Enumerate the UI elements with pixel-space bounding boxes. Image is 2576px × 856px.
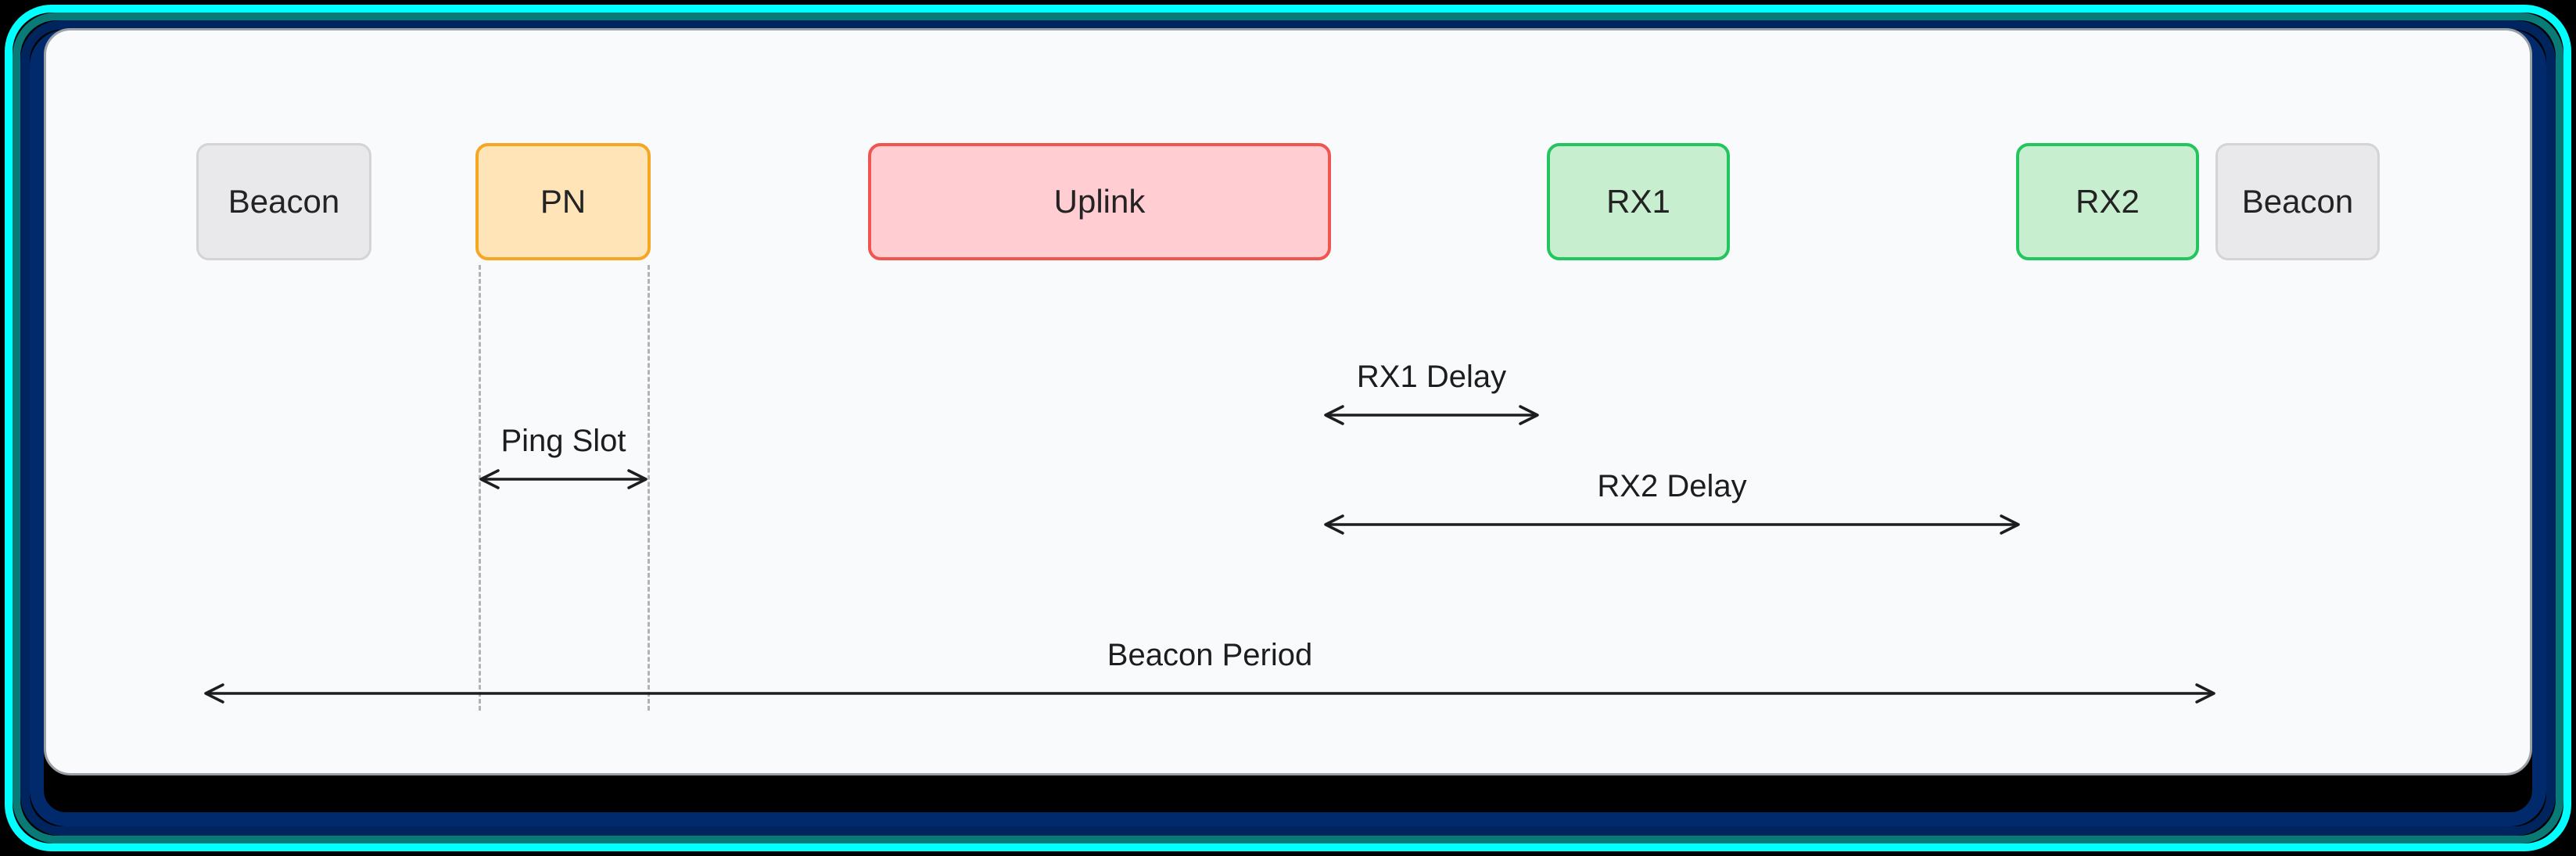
timeline-block-label: Uplink (1053, 183, 1146, 220)
timeline-block-uplink[interactable]: Uplink (868, 143, 1331, 260)
timeline-block-label: RX2 (2076, 183, 2140, 220)
timeline-block-ping-slot[interactable]: PN (475, 143, 651, 260)
timeline-block-beacon-end[interactable]: Beacon (2215, 143, 2380, 260)
timing-diagram-panel: Beacon PN Uplink RX1 RX2 Beacon Ping Slot RX1 … (44, 28, 2532, 775)
measure-arrow-rx2-delay (1324, 514, 2020, 535)
glow-ring-navy-outer (20, 20, 2556, 836)
timeline-block-label: Beacon (228, 183, 340, 220)
timeline-block-label: Beacon (2241, 183, 2354, 220)
timeline-block-label: PN (540, 183, 587, 220)
dashed-guide-ping-slot-right (648, 265, 650, 711)
measure-arrow-rx1-delay (1324, 405, 1539, 425)
timeline-block-label: RX1 (1606, 183, 1670, 220)
measure-arrow-beacon-period (204, 683, 2215, 704)
timeline-block-rx2[interactable]: RX2 (2016, 143, 2199, 260)
measure-label-ping-slot-span: Ping Slot (500, 424, 626, 458)
dashed-guide-ping-slot-left (479, 265, 481, 711)
glow-ring-cyan (5, 5, 2571, 851)
measure-label-rx2-delay: RX2 Delay (1597, 469, 1747, 503)
timeline-block-rx1[interactable]: RX1 (1547, 143, 1730, 260)
measure-arrow-ping-slot-span (479, 469, 648, 489)
measure-label-beacon-period: Beacon Period (1107, 638, 1313, 672)
timeline-block-beacon-start[interactable]: Beacon (196, 143, 371, 260)
glow-ring-teal (13, 13, 2563, 843)
measure-label-rx1-delay: RX1 Delay (1356, 360, 1507, 394)
